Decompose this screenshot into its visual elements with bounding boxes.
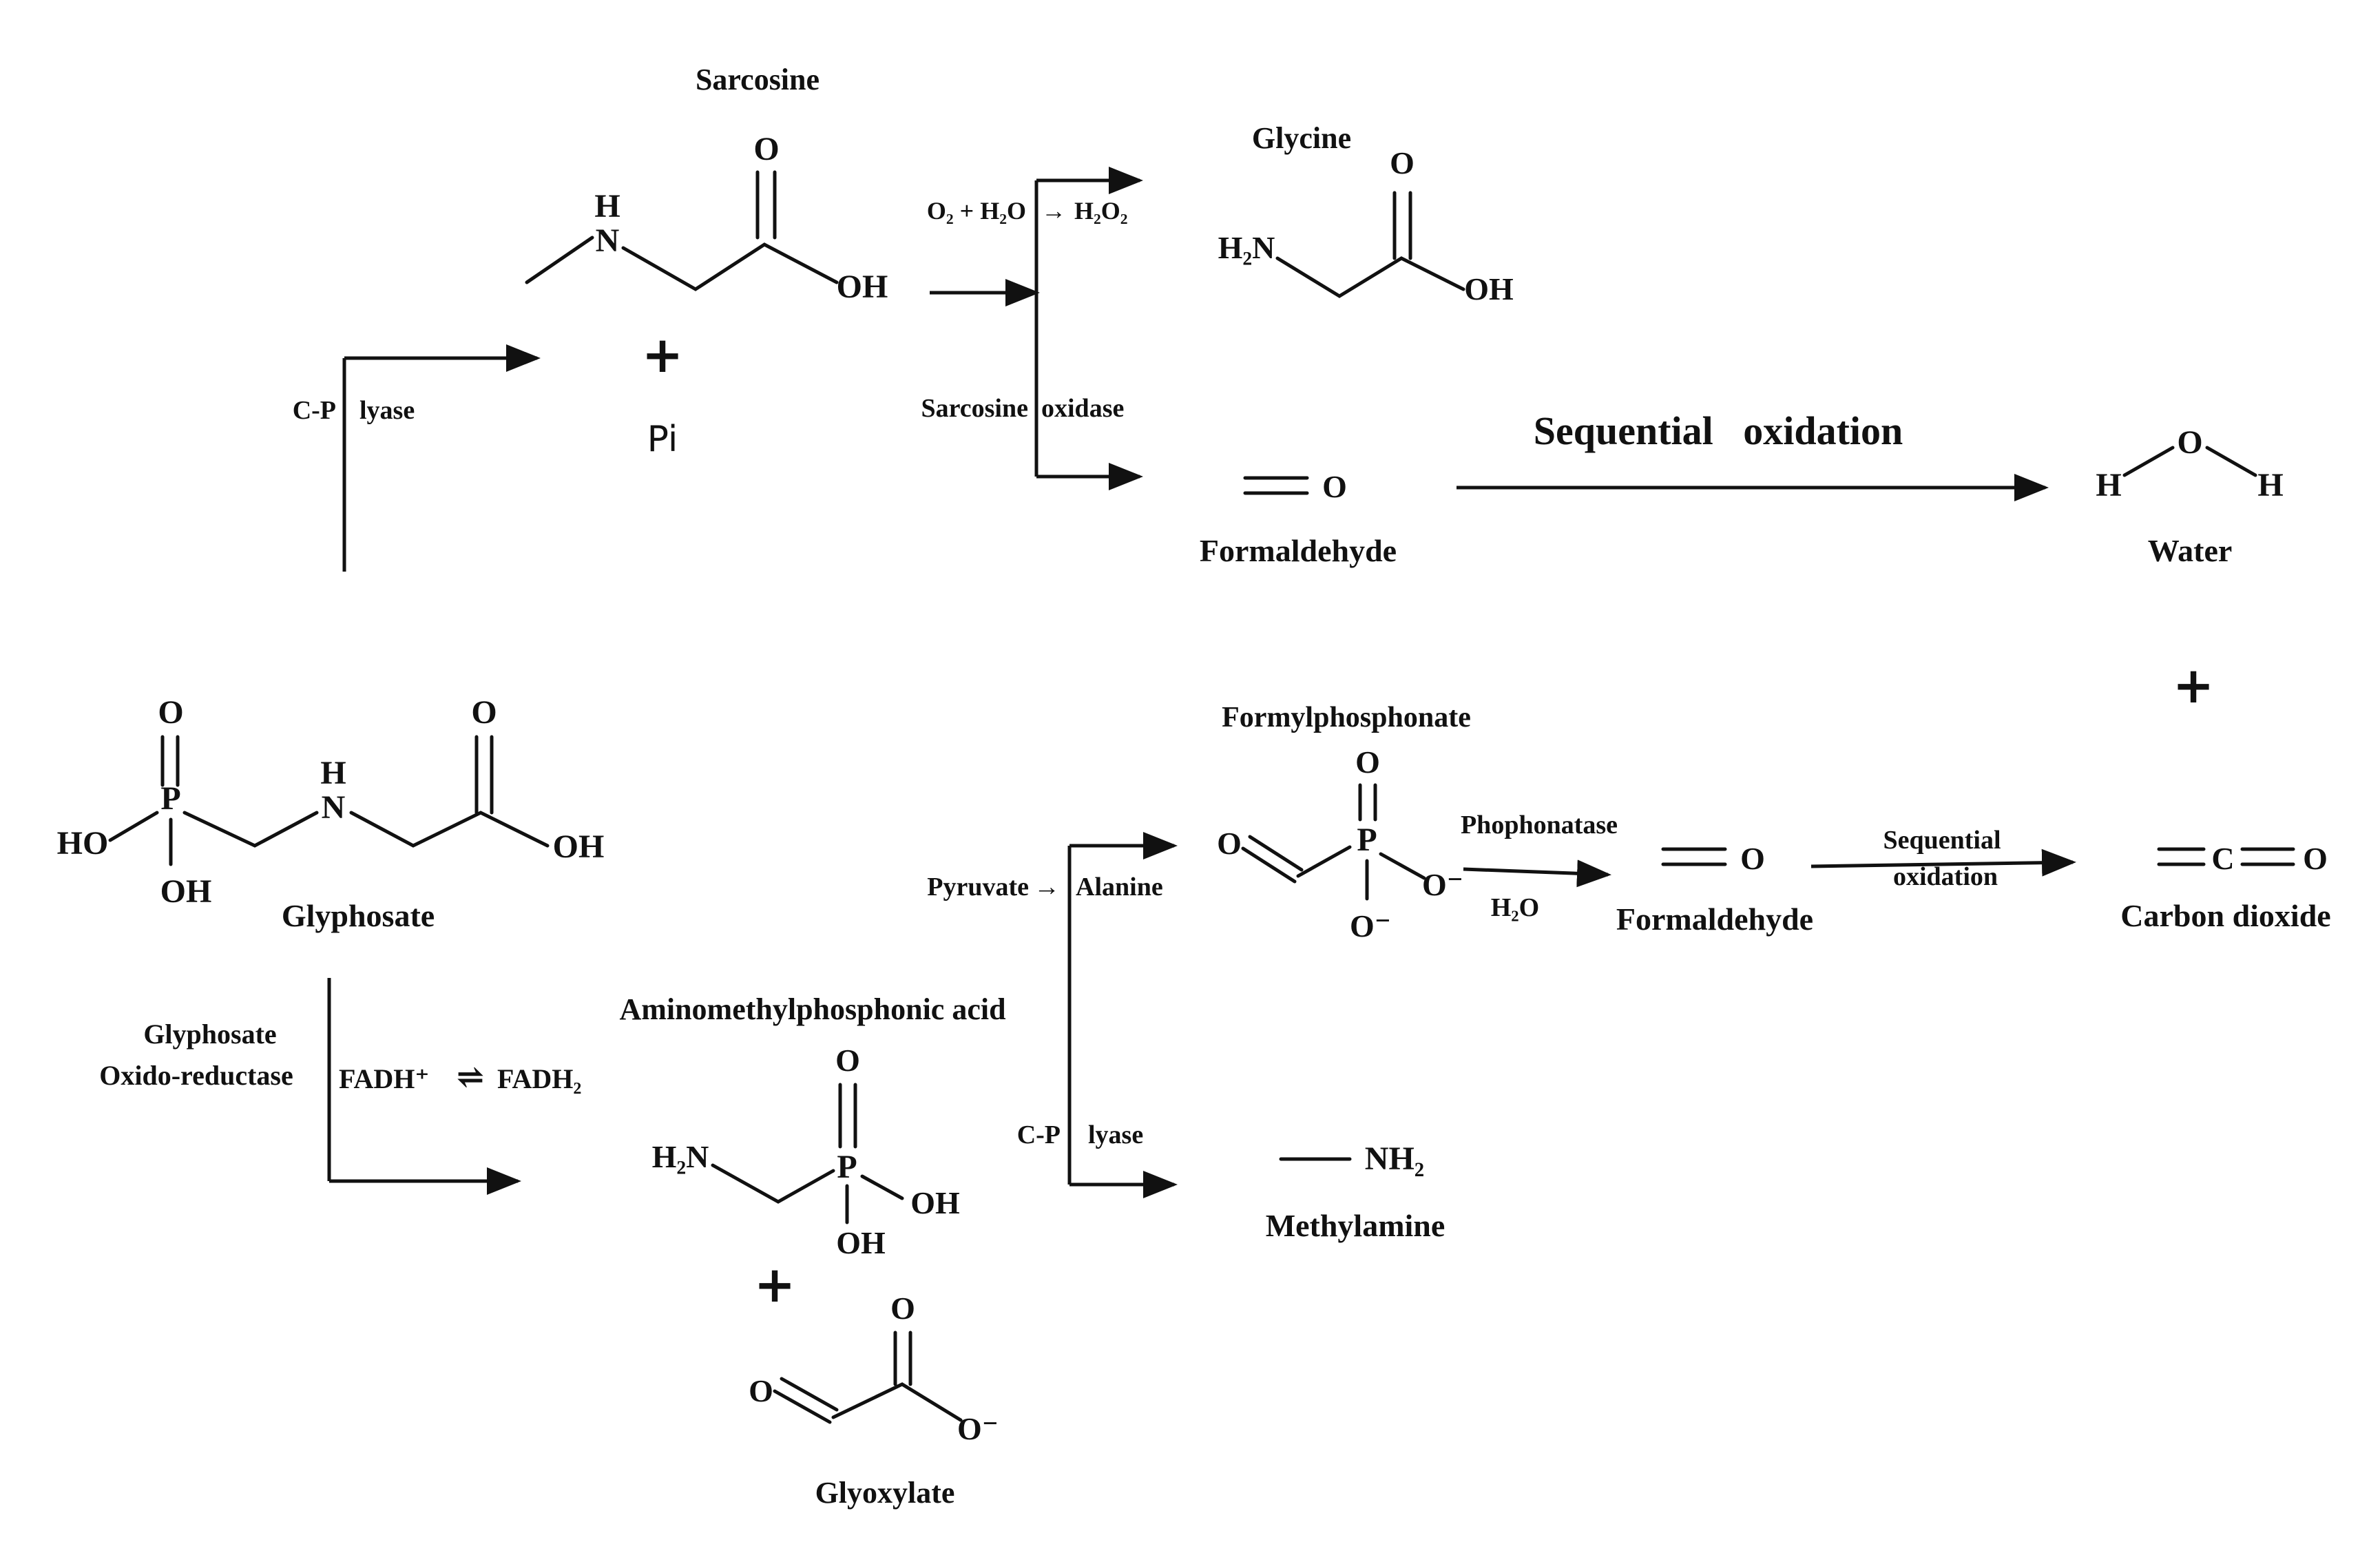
formylphosphonate-p-atom: P xyxy=(1357,822,1377,858)
co2-c-atom: C xyxy=(2211,841,2234,876)
formaldehyde-top-molecule: O Formaldehyde xyxy=(1200,469,1397,568)
h2o2-label: H₂O₂ xyxy=(1074,197,1128,225)
cp-lyase-top-label-left: C-P xyxy=(293,396,336,425)
water-o-atom: O xyxy=(2177,424,2202,461)
glycine-o-atom: O xyxy=(1390,145,1415,180)
sarcosine-oxidase-branch: O₂ + H₂O → H₂O₂ Sarcosine oxidase xyxy=(921,167,1143,490)
glycine-molecule: Glycine H₂N O OH xyxy=(1218,121,1514,306)
sarcosine-oxidase-label-left: Sarcosine xyxy=(921,394,1028,423)
sarcosine-molecule: Sarcosine H N O OH xyxy=(525,63,888,305)
cp-lyase-top-branch: C-P lyase xyxy=(293,344,541,572)
formaldehyde-mid-o-atom: O xyxy=(1740,841,1765,876)
ampa-oh-right-atom: OH xyxy=(910,1185,960,1220)
ampa-chain xyxy=(711,1163,835,1204)
glycine-bonds xyxy=(1275,256,1465,298)
sarcosine-h-atom: H xyxy=(594,188,620,225)
h2o-label: H₂O xyxy=(1491,893,1540,922)
sarcosine-bonds-2 xyxy=(621,242,839,291)
glyphosate-oxidoreductase-label-1: Glyphosate xyxy=(143,1019,276,1050)
glyoxylate-o-top-atom: O xyxy=(890,1291,915,1326)
ampa-label: Aminomethylphosphonic acid xyxy=(619,992,1005,1026)
methylamine-label: Methylamine xyxy=(1266,1208,1445,1243)
glyoxylate-label: Glyoxylate xyxy=(815,1476,955,1510)
water-plus: + xyxy=(2173,656,2214,714)
sarcosine-oxidase-label-right: oxidase xyxy=(1041,394,1124,423)
glyphosate-oxidoreductase-branch: Glyphosate Oxido-reductase FADH⁺ ⇌ FADH₂ xyxy=(99,978,581,1195)
cp-lyase-top-label-right: lyase xyxy=(359,396,415,425)
alanine-label: Alanine xyxy=(1076,873,1163,901)
phophonatase-step: Phophonatase H₂O xyxy=(1461,811,1618,922)
glyphosate-chain xyxy=(182,811,319,848)
glyphosate-ho-atom: HO xyxy=(57,825,109,862)
sarcosine-n-atom: N xyxy=(596,222,620,259)
formaldehyde-top-o-atom: O xyxy=(1322,469,1347,504)
sequential-oxidation-bottom-label-1: Sequential xyxy=(1883,826,2001,855)
ampa-h2n-atom: H₂N xyxy=(652,1139,709,1174)
ampa-plus: + xyxy=(754,1255,795,1313)
carbon-dioxide-label: Carbon dioxide xyxy=(2120,898,2330,933)
glyphosate-n-atom: N xyxy=(322,789,346,826)
sarcosine-bonds xyxy=(525,236,594,284)
ampa-p-atom: P xyxy=(837,1149,857,1185)
o2-arrow: → xyxy=(1041,197,1066,225)
formaldehyde-top-label: Formaldehyde xyxy=(1200,533,1397,568)
glyphosate-h-atom: H xyxy=(320,755,346,791)
water-h-right-atom: H xyxy=(2257,467,2283,503)
pi-label: Pi xyxy=(647,419,678,460)
water-molecule: O H H Water xyxy=(2096,424,2283,568)
sequential-oxidation-bottom: Sequential oxidation xyxy=(1810,826,2076,891)
pyruvate-label: Pyruvate xyxy=(927,873,1029,901)
glyphosate-chain-2 xyxy=(349,811,550,848)
fadh-plus-label: FADH⁺ xyxy=(339,1063,429,1094)
water-label: Water xyxy=(2148,533,2233,568)
pyruvate-arrow: → xyxy=(1034,873,1060,901)
formylphosphonate-o-minus-bottom-atom: O⁻ xyxy=(1350,908,1391,943)
glycine-oh-atom: OH xyxy=(1464,271,1514,306)
formylphosphonate-molecule: Formylphosphonate O P O O⁻ O⁻ xyxy=(1217,702,1471,943)
ampa-oh-bottom-atom: OH xyxy=(836,1225,886,1260)
formylphosphonate-label: Formylphosphonate xyxy=(1222,702,1471,733)
phophonatase-label: Phophonatase xyxy=(1461,811,1618,840)
glyoxylate-o-left-atom: O xyxy=(749,1373,773,1408)
sarcosine-plus: + xyxy=(642,326,683,384)
glyphosate-p-oh-atom: OH xyxy=(160,873,212,910)
glyoxylate-chain xyxy=(831,1382,963,1422)
sequential-oxidation-top-label: Sequential oxidation xyxy=(1534,408,1903,453)
glyphosate-p-atom: P xyxy=(160,780,180,817)
o2-h2o-label: O₂ + H₂O xyxy=(927,197,1026,225)
co2-o-atom: O xyxy=(2303,841,2328,876)
glycine-label: Glycine xyxy=(1252,121,1351,155)
glycine-h2n-atom: H₂N xyxy=(1218,230,1275,265)
glyphosate-c-o-atom: O xyxy=(471,694,497,731)
sarcosine-label: Sarcosine xyxy=(696,63,820,96)
glyphosate-label: Glyphosate xyxy=(282,898,435,933)
formylphosphonate-o-minus-right-atom: O⁻ xyxy=(1422,867,1463,902)
formaldehyde-mid-label: Formaldehyde xyxy=(1616,901,1813,937)
equilibrium-symbol: ⇌ xyxy=(457,1059,484,1096)
formaldehyde-mid-molecule: O Formaldehyde xyxy=(1616,841,1813,937)
sarcosine-oh-atom: OH xyxy=(837,269,888,305)
formylphosphonate-o-left-atom: O xyxy=(1217,826,1242,861)
glyphosate-p-o-atom: O xyxy=(158,694,183,731)
glyphosate-c-oh-atom: OH xyxy=(553,828,605,865)
ampa-branch: Pyruvate → Alanine C-P lyase xyxy=(927,832,1178,1198)
glyoxylate-molecule: O O O⁻ Glyoxylate xyxy=(749,1291,999,1510)
water-h-left-atom: H xyxy=(2096,467,2121,503)
glyphosate-oxidoreductase-label-2: Oxido-reductase xyxy=(99,1060,293,1091)
ampa-molecule: Aminomethylphosphonic acid H₂N P O OH OH xyxy=(619,992,1005,1260)
methylamine-molecule: NH₂ Methylamine xyxy=(1266,1140,1445,1243)
sequential-oxidation-bottom-label-2: oxidation xyxy=(1893,862,1998,891)
glyphosate-molecule: O P HO OH H N O OH Glyphosate xyxy=(57,694,605,933)
carbon-dioxide-molecule: C O Carbon dioxide xyxy=(2120,841,2330,933)
sequential-oxidation-top: Sequential oxidation xyxy=(1457,408,2049,501)
cp-lyase-bottom-label-right: lyase xyxy=(1088,1120,1143,1149)
cp-lyase-bottom-label-left: C-P xyxy=(1017,1120,1061,1149)
fadh2-label: FADH₂ xyxy=(497,1063,581,1094)
sarcosine-o-atom: O xyxy=(753,131,779,167)
methylamine-nh2-atom: NH₂ xyxy=(1365,1140,1424,1177)
glyoxylate-o-minus-atom: O⁻ xyxy=(957,1411,999,1446)
ampa-o-atom: O xyxy=(835,1043,860,1078)
formylphosphonate-o-top-atom: O xyxy=(1355,744,1380,780)
